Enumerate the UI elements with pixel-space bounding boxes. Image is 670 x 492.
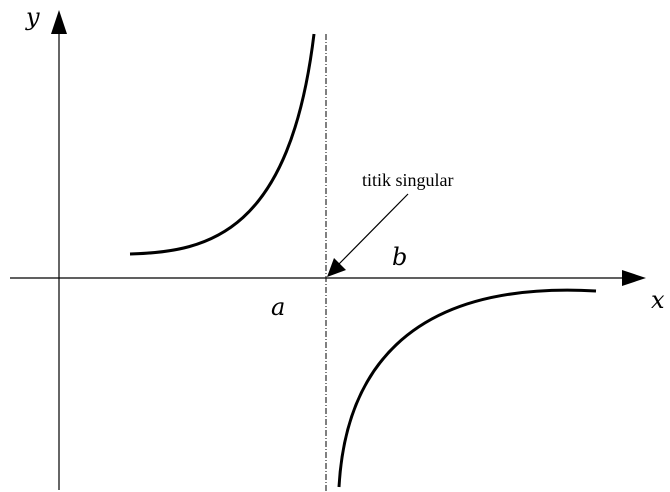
point-a-label: a	[271, 293, 285, 321]
annotation-arrow-line	[337, 193, 409, 266]
left-curve-branch	[129, 33, 316, 256]
annotation-arrowhead	[327, 258, 346, 277]
y-axis-label: y	[25, 3, 40, 31]
y-axis-arrowhead	[51, 10, 67, 34]
right-curve-branch	[337, 288, 597, 488]
x-axis-label: x	[651, 286, 665, 314]
label-b: b	[392, 243, 407, 271]
x-axis-arrowhead	[622, 270, 646, 286]
singular-point-annotation: titik singular	[362, 170, 454, 190]
